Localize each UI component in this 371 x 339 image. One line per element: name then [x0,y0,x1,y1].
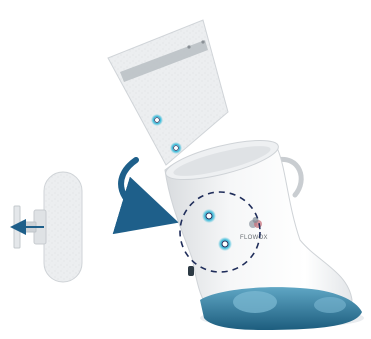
boot: FLOWOX [162,132,362,330]
rotation-arrow [121,160,150,214]
attachment-pin [218,237,232,251]
pad-cross-section [44,172,82,282]
strap-rivet [187,45,190,48]
insert-pad [108,20,228,165]
strap-rivet [201,40,204,43]
sole-bumper [233,291,277,313]
sole-bumper [314,297,346,313]
brand-text: FLOWOX [240,235,268,241]
boot-tab [188,266,194,276]
pin-detail [14,172,82,282]
attachment-pin [202,209,216,223]
